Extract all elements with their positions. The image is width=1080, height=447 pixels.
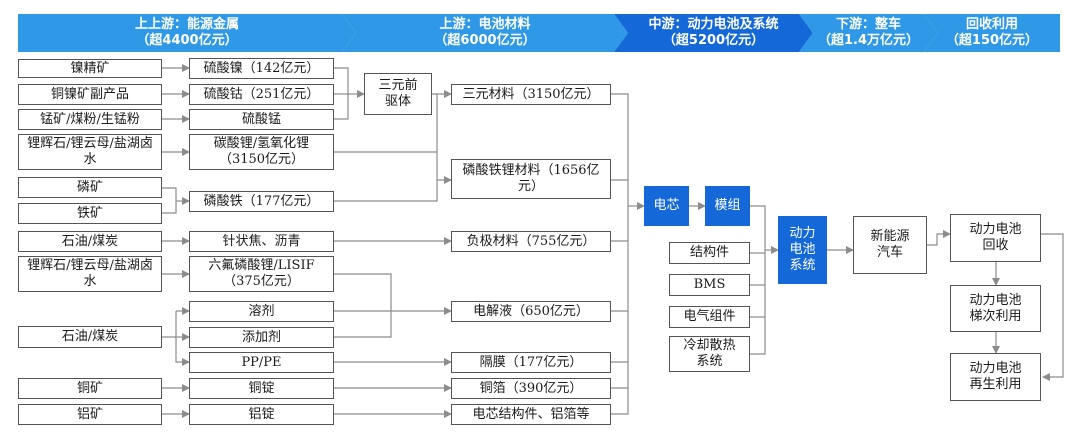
node-needle-coke: 针状焦、沥青 <box>189 231 334 252</box>
node-iron-phosphate: 磷酸铁（177亿元） <box>189 191 334 212</box>
node-lithium-sources-2: 锂辉石/锂云母/盐湖卤水 <box>18 256 162 292</box>
header-midstream: 中游：动力电池及系统 （超5200亿元） <box>614 14 813 52</box>
header-upstream-energy-value: （超4400亿元） <box>136 33 238 48</box>
node-oil-coal-1: 石油/煤炭 <box>18 231 162 252</box>
header-upstream-materials-value: （超6000亿元） <box>434 33 536 48</box>
header-midstream-title: 中游：动力电池及系统 <box>648 17 779 32</box>
header-recycling-value: （超150亿元） <box>945 33 1039 48</box>
node-nickel-concentrate: 镍精矿 <box>18 59 162 78</box>
node-solvent: 溶剂 <box>189 301 334 322</box>
header-downstream: 下游：整车 （超1.4万亿元） <box>799 14 938 52</box>
node-lithium-carbonate: 碳酸锂/氢氧化锂（3150亿元） <box>189 134 334 170</box>
node-electrical-components: 电气组件 <box>669 306 750 328</box>
node-cooling-system: 冷却散热系统 <box>669 336 750 372</box>
node-pp-pe: PP/PE <box>189 352 334 373</box>
node-cobalt-sulfate: 硫酸钴（251亿元） <box>189 84 334 105</box>
header-downstream-title: 下游：整车 <box>835 17 901 32</box>
node-manganese-sources: 锰矿/煤粉/生锰粉 <box>18 109 162 130</box>
node-separator: 隔膜（177亿元） <box>451 352 611 373</box>
node-oil-coal-2: 石油/煤炭 <box>18 326 162 348</box>
header-upstream-materials-title: 上游：电池材料 <box>439 17 531 32</box>
header-upstream-energy: 上上游：能源金属 （超4400亿元） <box>18 14 356 52</box>
node-additive: 添加剂 <box>189 327 334 348</box>
header-downstream-value: （超1.4万亿元） <box>817 33 920 48</box>
node-manganese-sulfate: 硫酸锰 <box>189 109 334 130</box>
header-recycling-title: 回收利用 <box>965 17 1018 32</box>
node-ternary-material: 三元材料（3150亿元） <box>451 84 611 105</box>
node-phosphate-ore: 磷矿 <box>18 177 162 198</box>
node-module: 模组 <box>705 186 750 226</box>
node-lithium-sources-1: 锂辉石/锂云母/盐湖卤水 <box>18 134 162 170</box>
node-new-energy-vehicle: 新能源汽车 <box>853 216 927 274</box>
node-electrolyte: 电解液（650亿元） <box>451 301 611 322</box>
node-lfp-material: 磷酸铁锂材料（1656亿元） <box>451 159 611 199</box>
header-upstream-energy-title: 上上游：能源金属 <box>134 17 239 32</box>
node-battery-system: 动力电池系统 <box>778 216 827 284</box>
node-copper-ore: 铜矿 <box>18 378 162 399</box>
node-battery-echelon-use: 动力电池梯次利用 <box>950 285 1041 332</box>
node-copper-foil: 铜箔（390亿元） <box>451 378 611 399</box>
node-aluminum-ingot: 铝锭 <box>189 404 334 425</box>
node-structural-parts: 结构件 <box>669 242 750 264</box>
node-bms: BMS <box>669 274 750 296</box>
node-lithium-hexafluorophosphate: 六氟磷酸锂/LISIF（375亿元） <box>189 256 334 292</box>
node-cell-structure: 电芯结构件、铝箔等 <box>451 404 611 425</box>
node-iron-ore: 铁矿 <box>18 203 162 224</box>
header-upstream-materials: 上游：电池材料 （超6000亿元） <box>342 14 628 52</box>
node-anode-material: 负极材料（755亿元） <box>451 231 611 252</box>
node-copper-ingot: 铜锭 <box>189 378 334 399</box>
header-recycling: 回收利用 （超150亿元） <box>924 14 1060 52</box>
node-battery-regeneration: 动力电池再生利用 <box>950 353 1041 401</box>
header-midstream-value: （超5200亿元） <box>662 33 765 48</box>
node-ternary-precursor: 三元前驱体 <box>364 73 432 115</box>
node-nickel-sulfate: 硫酸镍（142亿元） <box>189 58 334 79</box>
node-cell: 电芯 <box>644 186 689 226</box>
node-copper-nickel-byproduct: 铜镍矿副产品 <box>18 84 162 105</box>
node-battery-recovery: 动力电池回收 <box>950 214 1041 262</box>
node-aluminum-ore: 铝矿 <box>18 404 162 425</box>
